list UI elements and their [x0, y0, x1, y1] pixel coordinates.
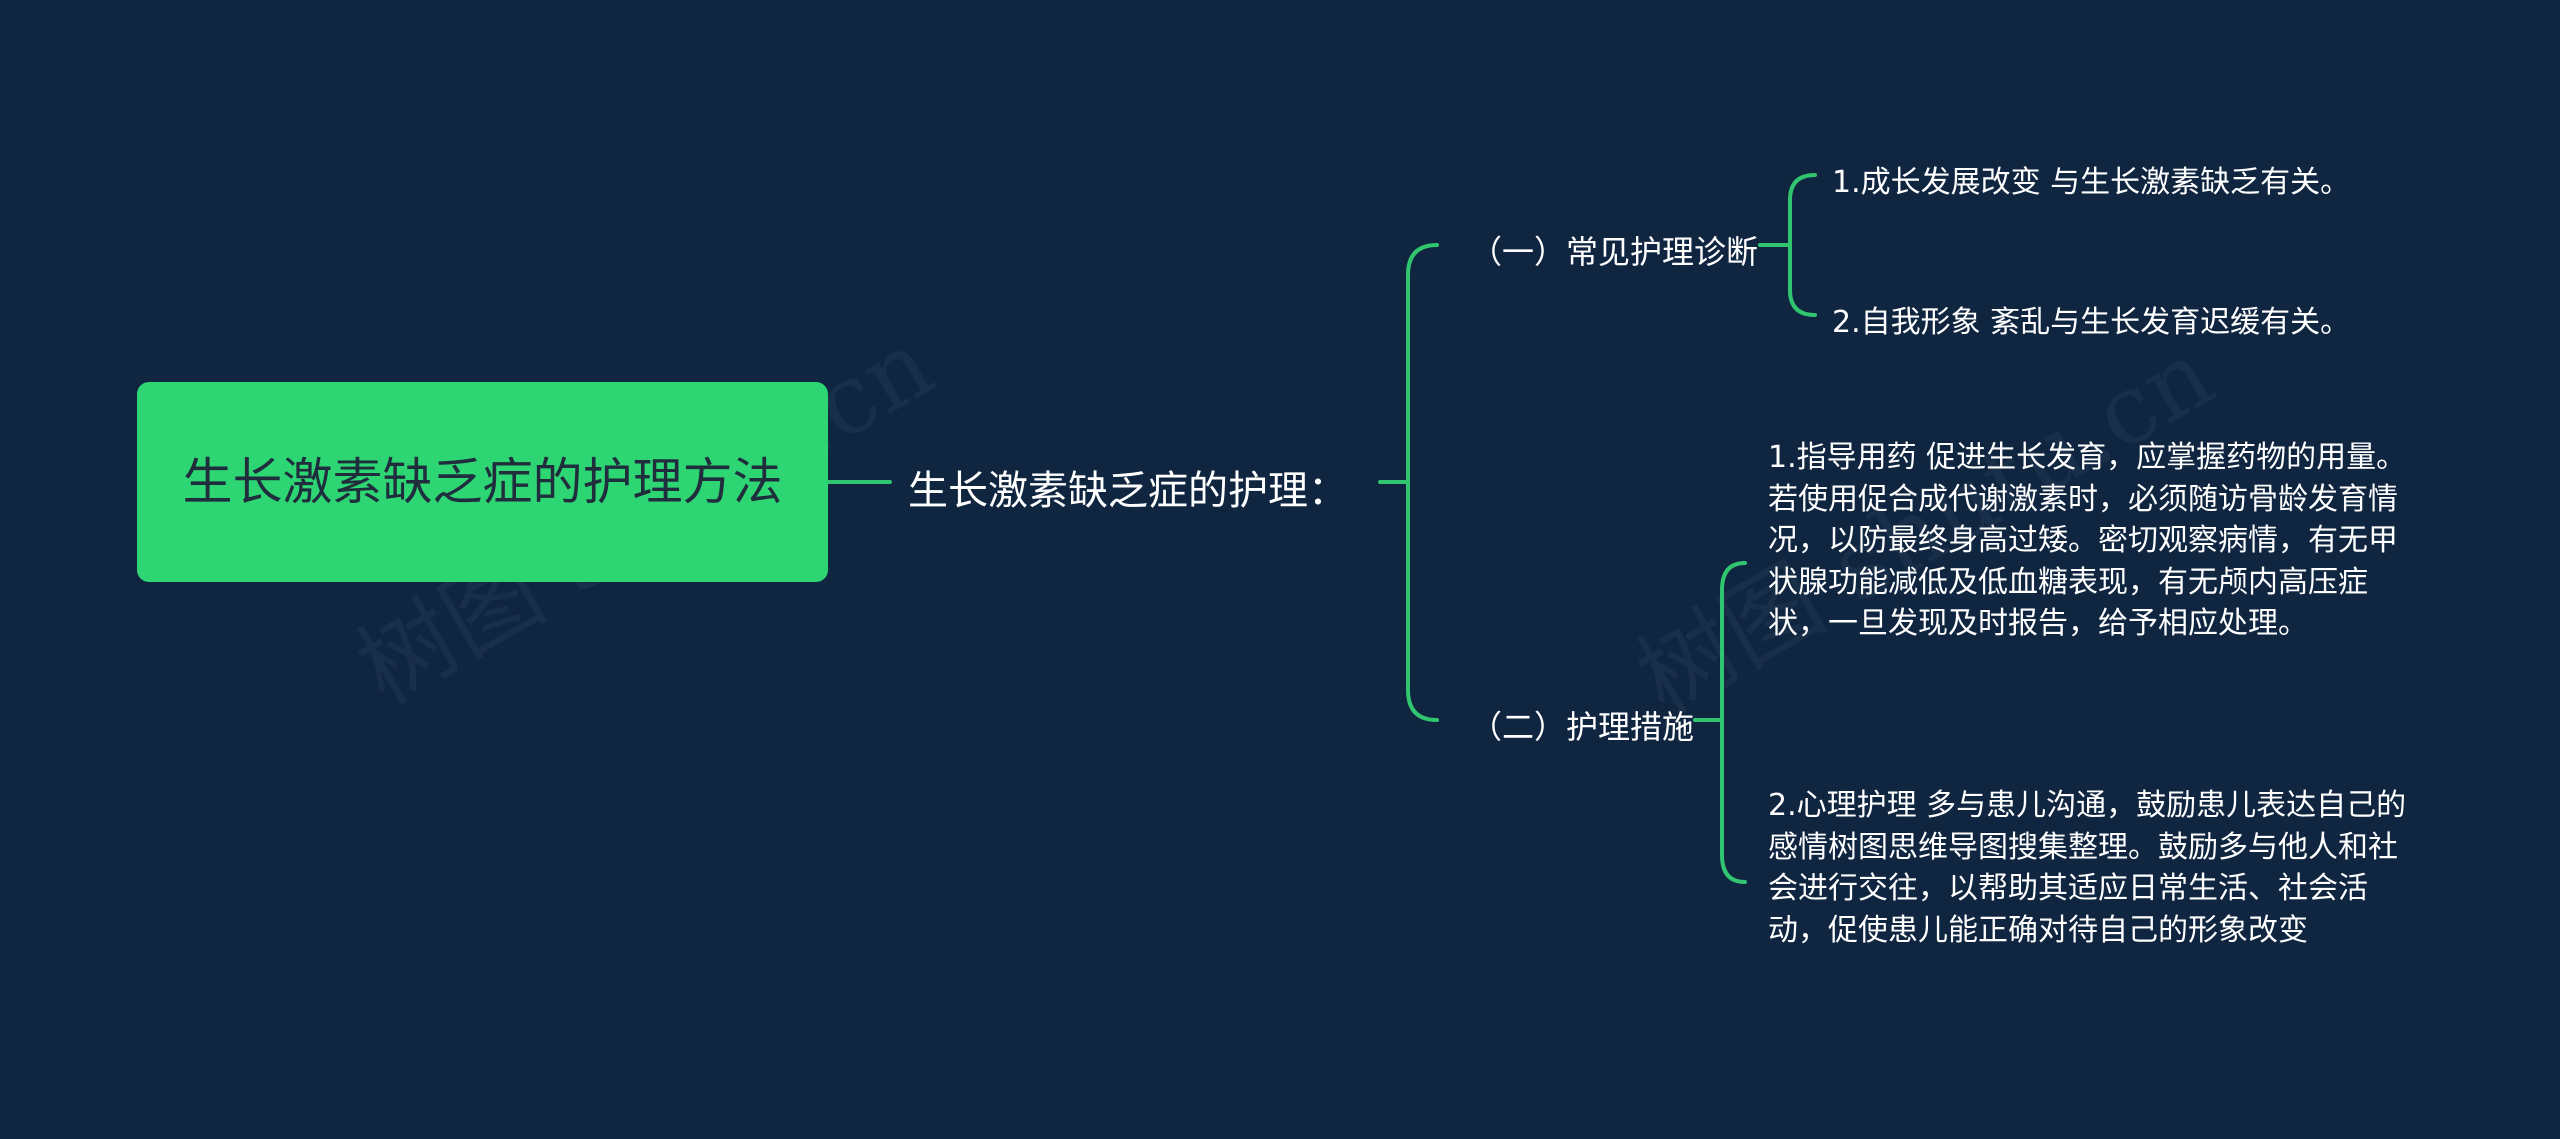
root-node[interactable]: 生长激素缺乏症的护理方法: [137, 382, 828, 582]
branch-node-measures[interactable]: （二）护理措施: [1470, 708, 1695, 746]
branch-node-diagnosis[interactable]: （一）常见护理诊断: [1470, 233, 1759, 271]
leaf-measures-2[interactable]: 2.心理护理 多与患儿沟通，鼓励患儿表达自己的感情树图思维导图搜集整理。鼓励多与…: [1768, 788, 2407, 948]
level1-node[interactable]: 生长激素缺乏症的护理：: [908, 468, 1348, 514]
leaf-diagnosis-1[interactable]: 1.成长发展改变 与生长激素缺乏有关。: [1832, 165, 2351, 200]
leaf-diagnosis-2[interactable]: 2.自我形象 紊乱与生长发育迟缓有关。: [1832, 305, 2351, 340]
connector-branch1-to-leaves: [1758, 173, 1817, 317]
root-node-label: 生长激素缺乏症的护理方法: [182, 453, 783, 511]
connector-branch2-to-leaves: [1693, 561, 1747, 884]
connector-level1-to-branches: [1378, 243, 1439, 722]
leaf-measures-1[interactable]: 1.指导用药 促进生长发育，应掌握药物的用量。若使用促合成代谢激素时，必须随访骨…: [1768, 440, 2407, 641]
